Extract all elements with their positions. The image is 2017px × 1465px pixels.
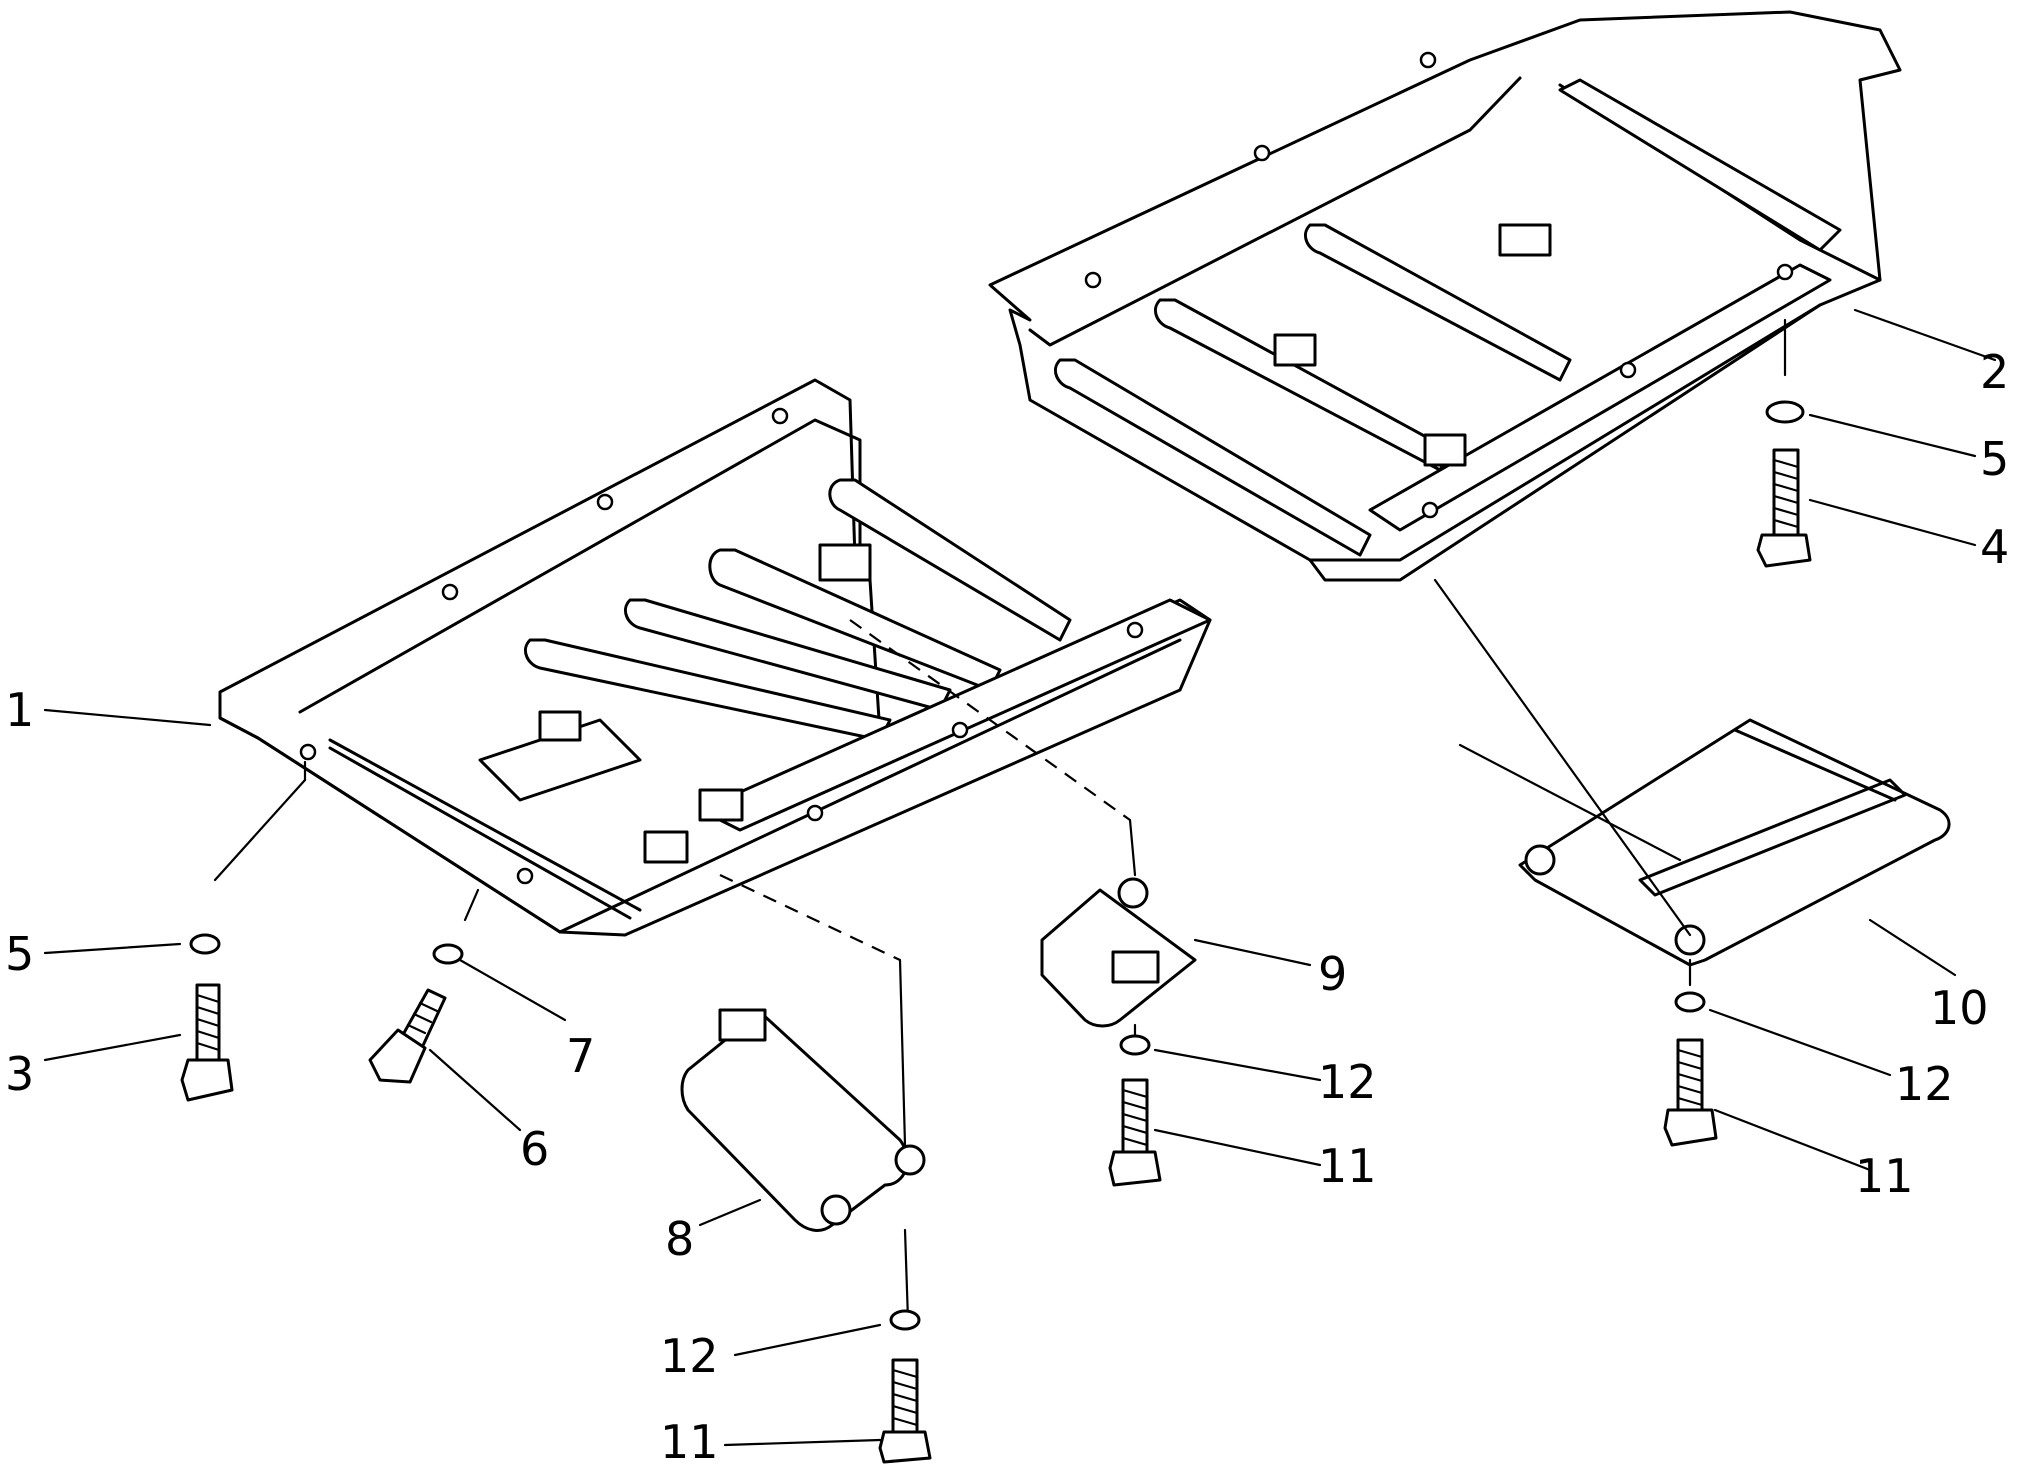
bolt-11-lower-icon	[878, 1358, 932, 1464]
undercover-rear-pan	[988, 10, 1902, 582]
cover-plate-9	[1040, 877, 1197, 1028]
washer-12-lower-icon	[889, 1309, 921, 1331]
bolt-6-icon	[368, 988, 447, 1084]
callout-11-lower: 11	[660, 1415, 719, 1465]
cover-plate-8	[680, 1008, 926, 1232]
cover-plate-10	[1518, 718, 1951, 967]
callout-8: 8	[665, 1212, 694, 1266]
callout-11-right: 11	[1855, 1149, 1914, 1203]
bolt-11-right-icon	[1663, 1038, 1718, 1147]
callout-11-mid: 11	[1318, 1139, 1377, 1193]
callout-3: 3	[5, 1047, 34, 1101]
callout-6: 6	[520, 1122, 549, 1176]
callout-4: 4	[1980, 520, 2009, 574]
bolt-11-mid-icon	[1108, 1078, 1162, 1187]
callout-12-mid: 12	[1318, 1055, 1377, 1109]
callout-9: 9	[1318, 947, 1347, 1001]
bolt-3-icon	[180, 983, 234, 1102]
callout-12-right: 12	[1895, 1057, 1954, 1111]
callout-10: 10	[1930, 981, 1989, 1035]
leader-lines	[43, 308, 1997, 1447]
undercover-front-pan	[218, 378, 1212, 937]
callout-labels: 1 2 3 4 5 5 6 7 8 9 10 11 11 11 12 12 12	[5, 345, 2009, 1465]
callout-7: 7	[566, 1029, 595, 1083]
callout-2: 2	[1980, 345, 2009, 399]
bolt-4-icon	[1756, 448, 1812, 568]
washer-7-icon	[432, 943, 464, 965]
hardware	[180, 400, 1812, 1464]
washer-5-left-icon	[189, 933, 221, 955]
callout-5-left: 5	[5, 927, 34, 981]
assembly-lines	[213, 318, 1787, 1322]
callout-12-lower: 12	[660, 1329, 719, 1383]
callout-1: 1	[5, 683, 34, 737]
callout-5-right: 5	[1980, 432, 2009, 486]
washer-5-right-icon	[1765, 400, 1805, 424]
washer-12-right-icon	[1674, 991, 1706, 1013]
washer-12-mid-icon	[1119, 1034, 1151, 1056]
